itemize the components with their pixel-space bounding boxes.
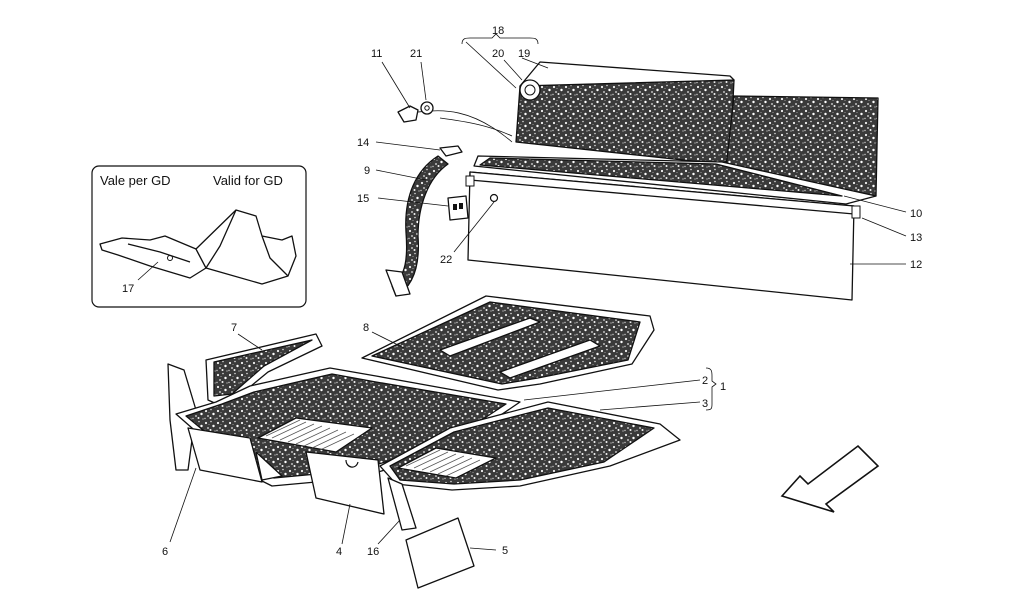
callout-17: 17	[122, 283, 134, 295]
callout-7: 7	[231, 322, 237, 334]
part-12-panel	[465, 171, 861, 301]
callout-1: 1	[720, 381, 726, 393]
callout-10: 10	[910, 208, 922, 220]
part-9-strap	[385, 155, 449, 297]
part-4-plate	[305, 451, 385, 515]
callout-9: 9	[364, 165, 370, 177]
callout-16: 16	[367, 546, 379, 558]
part-3-right-mat	[379, 401, 681, 491]
callout-12: 12	[910, 259, 922, 271]
part-19-rear-panel	[473, 95, 879, 205]
part-17-bracket	[99, 209, 297, 285]
callout-6: 6	[162, 546, 168, 558]
part-11-fastener	[397, 105, 513, 143]
part-plate-left	[187, 427, 263, 483]
part-20-rear-box	[515, 61, 735, 165]
callout-14: 14	[357, 137, 369, 149]
part-5-plate	[405, 517, 475, 589]
inset-label-it: Vale per GD	[100, 173, 171, 188]
callout-13: 13	[910, 232, 922, 244]
part-15-bracket	[447, 195, 469, 221]
callout-15: 15	[357, 193, 369, 205]
arrow-down-left-icon	[780, 444, 880, 513]
callout-19: 19	[518, 48, 530, 60]
callout-4: 4	[336, 546, 342, 558]
inset-label-en: Valid for GD	[213, 173, 283, 188]
callout-8: 8	[363, 322, 369, 334]
callout-18: 18	[492, 25, 504, 37]
part-8-floor-mat	[361, 295, 655, 391]
part-22-screw	[489, 193, 499, 203]
callout-20: 20	[492, 48, 504, 60]
leader-lines	[137, 33, 907, 551]
callout-labels: 18 11 21 20 19 14 9 15 22 10 13 12 7 8 2…	[122, 25, 922, 558]
callout-3: 3	[702, 398, 708, 410]
part-21-washer	[420, 101, 434, 115]
inset-gd: Vale per GD Valid for GD	[91, 165, 307, 308]
callout-2: 2	[702, 375, 708, 387]
callout-22: 22	[440, 254, 452, 266]
part-16-strip	[387, 477, 417, 531]
callout-5: 5	[502, 545, 508, 557]
part-14-clip	[439, 145, 463, 157]
callout-21: 21	[410, 48, 422, 60]
callout-11: 11	[371, 48, 382, 60]
part-2-central-mat	[175, 367, 521, 487]
